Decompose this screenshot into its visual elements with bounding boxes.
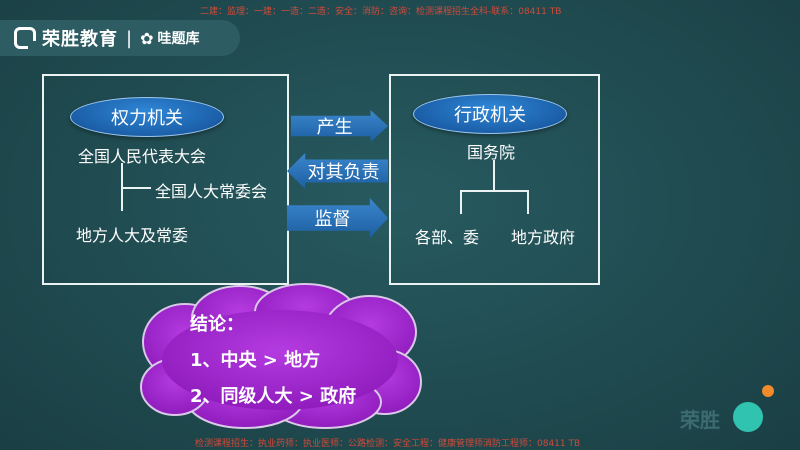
- local-congress-label: 地方人大及常委: [76, 226, 189, 245]
- administrative-organ-panel: [389, 74, 600, 285]
- brand-separator: |: [126, 27, 133, 49]
- npc-label: 全国人民代表大会: [78, 147, 207, 166]
- responsible-arrow: 对其负责: [287, 153, 388, 189]
- supervise-arrow: 监督: [287, 198, 388, 238]
- ministries-label: 各部、委: [415, 228, 480, 247]
- watermark-bottom-text: 检测课程招生：执业药师：执业医师：公路检测：安全工程：健康管理师消防工程师：08…: [195, 439, 581, 449]
- org-right-branch-line: [527, 190, 529, 214]
- responsible-arrow-label: 对其负责: [307, 162, 380, 183]
- tree-horizontal-line: [121, 187, 151, 189]
- supervise-arrow-label: 监督: [314, 209, 351, 230]
- corner-brand-text: 荣胜: [680, 408, 720, 432]
- conclusion-point-2: 2、同级人大 > 政府: [190, 386, 357, 407]
- produce-arrow-label: 产生: [316, 117, 353, 138]
- org-vertical-line: [493, 160, 495, 190]
- npc-standing-committee-label: 全国人大常委会: [155, 182, 268, 201]
- teal-dot-decoration: [733, 402, 763, 432]
- brand-secondary: 哇题库: [157, 31, 200, 47]
- org-left-branch-line: [460, 190, 462, 214]
- produce-arrow: 产生: [291, 110, 388, 142]
- administrative-organ-title: 行政机关: [413, 94, 567, 134]
- conclusion-point-1: 1、中央 > 地方: [190, 350, 321, 371]
- brand-header: 荣胜教育 | ✿ 哇题库: [0, 20, 240, 56]
- org-horizontal-line: [460, 190, 528, 192]
- power-organ-panel: [42, 74, 289, 285]
- brand-name: 荣胜教育: [42, 29, 118, 50]
- wa-logo-icon: ✿: [140, 28, 154, 48]
- state-council-label: 国务院: [467, 143, 516, 162]
- power-organ-title: 权力机关: [70, 97, 224, 137]
- conclusion-heading: 结论：: [190, 314, 244, 335]
- orange-dot-decoration: [762, 385, 774, 397]
- conclusion-cloud: [140, 283, 422, 429]
- watermark-top-text: 二建：监理：一建：一造：二造：安全：消防：咨询：检测课程招生全科-联系：0841…: [200, 7, 562, 17]
- rongsheng-logo-icon: [14, 27, 37, 50]
- local-government-label: 地方政府: [511, 228, 576, 247]
